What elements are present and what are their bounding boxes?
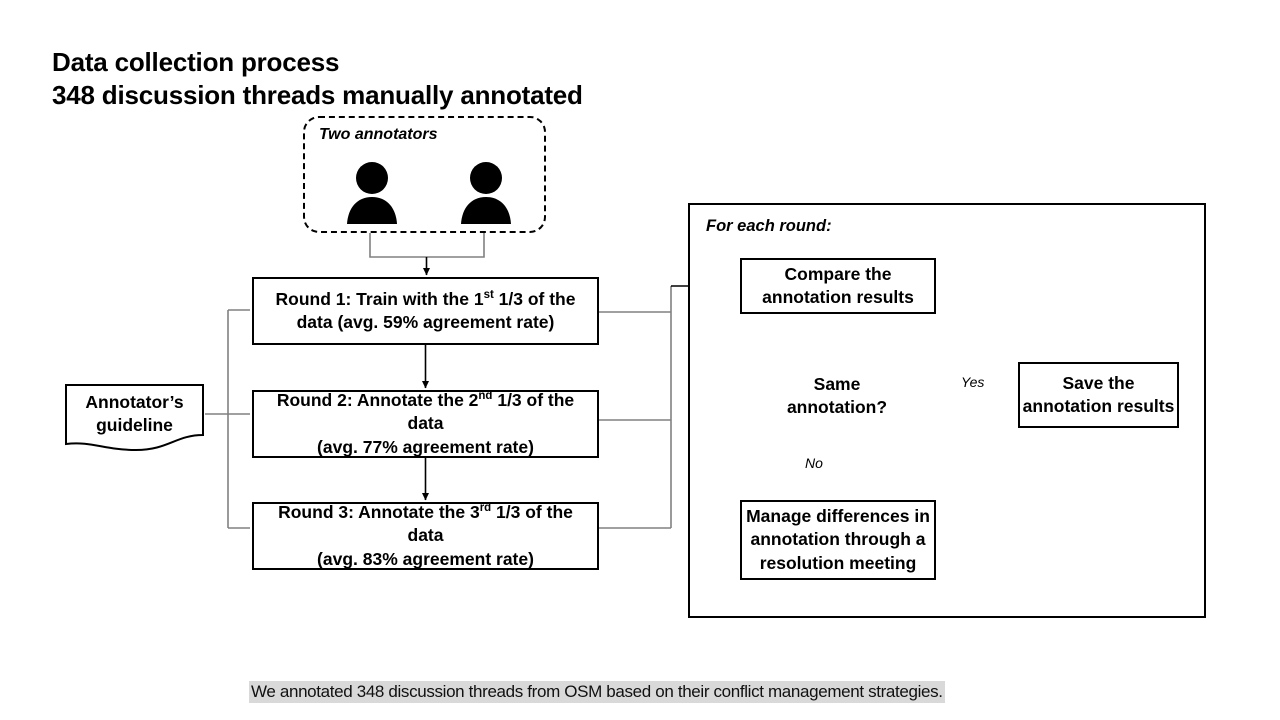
- person-icon: [461, 162, 511, 224]
- round-3-ordinal: rd: [479, 502, 492, 515]
- save-annotation-results-box: Save the annotation results: [1018, 362, 1179, 428]
- two-annotators-label: Two annotators: [319, 126, 438, 143]
- decision-line-1: Same: [813, 373, 861, 394]
- round-2-middle: 1/3 of the data: [407, 390, 575, 434]
- round-2-prefix: Round 2: Annotate the 2: [276, 390, 479, 411]
- round-3-line2: (avg. 83% agreement rate): [317, 548, 534, 569]
- two-annotators-group: Two annotators: [303, 116, 546, 233]
- for-each-round-label: For each round:: [706, 217, 832, 235]
- rounds-to-compare-connector: [599, 286, 672, 529]
- compare-line-2: annotation results: [762, 287, 914, 307]
- person-icon: [347, 162, 397, 224]
- page-subtitle: 348 discussion threads manually annotate…: [52, 80, 583, 110]
- round-1-middle: 1/3 of the: [493, 288, 576, 309]
- manage-line-2: annotation through a: [750, 529, 926, 550]
- annotators-to-round1-connector: [369, 233, 485, 258]
- round-1-line2: data (avg. 59% agreement rate): [296, 312, 555, 332]
- annotators-guideline-label: Annotator’s guideline: [64, 386, 205, 442]
- guideline-line-2: guideline: [96, 415, 173, 435]
- round-3-prefix: Round 3: Annotate the 3: [278, 502, 480, 523]
- compare-annotation-results-box: Compare the annotation results: [740, 258, 936, 314]
- manage-line-3: resolution meeting: [759, 552, 917, 573]
- round-2-line2: (avg. 77% agreement rate): [317, 436, 534, 457]
- decision-line-2: annotation?: [786, 397, 888, 417]
- page-title: Data collection process: [52, 47, 340, 77]
- round-1-box: Round 1: Train with the 1st 1/3 of the d…: [252, 277, 599, 345]
- round-3-box: Round 3: Annotate the 3rd 1/3 of the dat…: [252, 502, 599, 570]
- save-line-2: annotation results: [1022, 396, 1175, 416]
- yes-branch-label: Yes: [961, 374, 985, 390]
- round-3-middle: 1/3 of the data: [407, 502, 573, 546]
- guideline-to-rounds-connector: [205, 309, 250, 529]
- manage-differences-box: Manage differences in annotation through…: [740, 500, 936, 580]
- round-1-prefix: Round 1: Train with the 1: [275, 288, 484, 309]
- slide-caption: We annotated 348 discussion threads from…: [249, 681, 945, 703]
- manage-line-1: Manage differences in: [746, 506, 930, 527]
- save-line-1: Save the: [1062, 372, 1135, 393]
- round-2-ordinal: nd: [478, 390, 493, 403]
- same-annotation-decision-label: Same annotation?: [757, 372, 917, 420]
- guideline-line-1: Annotator’s: [85, 392, 184, 413]
- round-1-ordinal: st: [483, 289, 494, 302]
- compare-line-1: Compare the: [784, 263, 892, 284]
- round-2-box: Round 2: Annotate the 2nd 1/3 of the dat…: [252, 390, 599, 458]
- no-branch-label: No: [805, 455, 823, 471]
